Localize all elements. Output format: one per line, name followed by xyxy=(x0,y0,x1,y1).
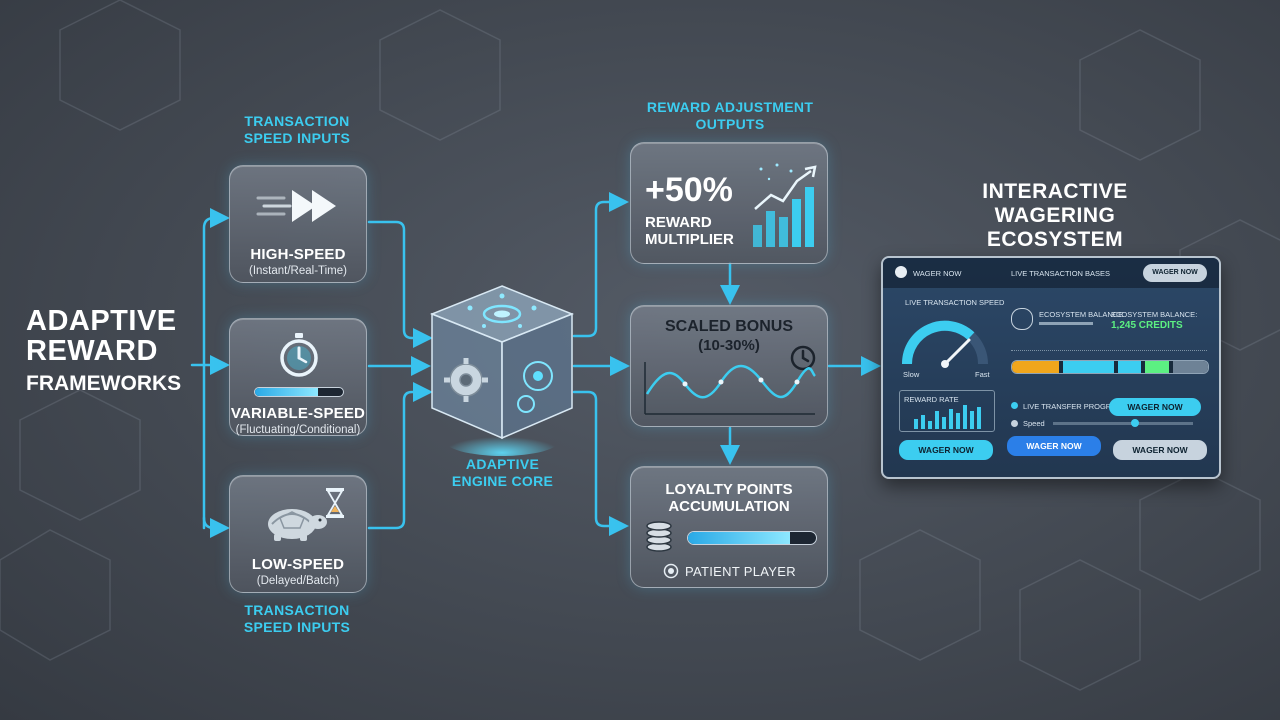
ecosystem-title-line-2: WAGERING xyxy=(994,204,1116,228)
wager-button-3[interactable]: WAGER NOW xyxy=(1113,440,1207,460)
balance-label: ECOSYSTEM BALANCE xyxy=(1039,310,1124,319)
speed-text: Speed xyxy=(1023,419,1045,428)
loyalty-title-2: ACCUMULATION xyxy=(668,498,790,515)
speed-gauge xyxy=(901,320,988,368)
gear-cube-icon xyxy=(429,285,575,456)
inputs-top-label-line-2: SPEED INPUTS xyxy=(243,129,351,146)
header-wager-button[interactable]: WAGER NOW xyxy=(1143,264,1207,282)
input-card-high-speed: HIGH-SPEED (Instant/Real-Time) xyxy=(229,165,367,283)
title-line-1: ADAPTIVE xyxy=(26,305,177,337)
speed-slider-handle[interactable] xyxy=(1131,419,1139,427)
status-segment-bar xyxy=(1011,360,1209,374)
input-sub: (Delayed/Batch) xyxy=(256,575,340,587)
wager-button-2[interactable]: WAGER NOW xyxy=(1007,436,1101,456)
engine-core-label: ADAPTIVE ENGINE CORE xyxy=(430,456,575,490)
engine-label-line-1: ADAPTIVE xyxy=(465,456,540,472)
avatar xyxy=(1011,308,1033,330)
bar-chart-icon xyxy=(753,163,817,247)
title-line-2: REWARD xyxy=(26,335,158,368)
input-card-variable-speed: VARIABLE-SPEED (Fluctuating/Conditional) xyxy=(229,318,367,436)
input-card-low-speed: LOW-SPEED (Delayed/Batch) xyxy=(229,475,367,593)
output-card-multiplier: +50% REWARD MULTIPLIER xyxy=(630,142,828,264)
bonus-wave-chart xyxy=(644,362,817,415)
turtle-hourglass-icon xyxy=(268,488,344,541)
loyalty-badge-text: PATIENT PLAYER xyxy=(685,564,796,579)
input-sub: (Instant/Real-Time) xyxy=(249,265,347,277)
reward-panel: REWARD RATE xyxy=(899,390,995,432)
multiplier-label-line-1: REWARD xyxy=(645,214,712,231)
coin-stack-icon xyxy=(646,521,672,552)
loyalty-title-1: LOYALTY POINTS xyxy=(665,481,793,498)
wagering-dashboard: WAGER NOW LIVE TRANSACTION BASES WAGER N… xyxy=(881,256,1221,479)
multiplier-label: REWARD MULTIPLIER xyxy=(645,214,734,248)
player-badge-icon xyxy=(663,563,679,579)
fast-forward-icon xyxy=(256,190,336,222)
input-name: LOW-SPEED xyxy=(251,556,345,573)
brand-logo-icon xyxy=(895,266,907,278)
loyalty-progress-bar xyxy=(687,531,817,545)
header-center-text: LIVE TRANSACTION BASES xyxy=(1011,269,1111,278)
inputs-top-label-line-1: TRANSACTION xyxy=(244,113,350,129)
input-sub: (Fluctuating/Conditional) xyxy=(235,424,361,436)
balance-value: 1,245 CREDITS xyxy=(1111,320,1183,331)
reward-bars xyxy=(914,405,981,429)
output-card-scaled-bonus: SCALED BONUS (10-30%) xyxy=(630,305,828,427)
speed-label: LIVE TRANSACTION SPEED xyxy=(905,298,1005,307)
progress-text: LIVE TRANSFER PROGRESS xyxy=(1023,402,1127,411)
progress-dot xyxy=(1011,402,1018,409)
balance-right-label: ECOSYSTEM BALANCE: xyxy=(1111,310,1198,319)
inputs-bottom-label-line-1: TRANSACTION xyxy=(244,602,350,618)
inputs-top-label: TRANSACTION SPEED INPUTS xyxy=(225,113,369,147)
stopwatch-icon xyxy=(280,333,318,377)
wager-button-1[interactable]: WAGER NOW xyxy=(899,440,993,460)
bonus-range: (10-30%) xyxy=(698,337,760,354)
multiplier-value: +50% xyxy=(645,171,733,209)
speed-dot xyxy=(1011,420,1018,427)
outputs-label-line-2: OUTPUTS xyxy=(695,115,765,132)
ecosystem-title-line-1: INTERACTIVE xyxy=(982,180,1128,203)
gauge-slow-label: Slow xyxy=(903,370,920,379)
variable-speed-bar xyxy=(254,387,344,397)
multiplier-label-line-2: MULTIPLIER xyxy=(645,230,734,248)
engine-label-line-2: ENGINE CORE xyxy=(451,472,554,489)
reward-label: REWARD RATE xyxy=(904,395,959,404)
gauge-fast-label: Fast xyxy=(975,370,990,379)
speed-slider[interactable] xyxy=(1053,422,1193,425)
input-name: VARIABLE-SPEED xyxy=(230,405,366,422)
balance-bar xyxy=(1039,322,1093,325)
bonus-title: SCALED BONUS xyxy=(664,318,793,335)
ecosystem-title: INTERACTIVE WAGERING ECOSYSTEM xyxy=(950,180,1160,252)
inputs-bottom-label: TRANSACTION SPEED INPUTS xyxy=(225,602,369,636)
mid-wager-button[interactable]: WAGER NOW xyxy=(1109,398,1201,416)
outputs-label-line-1: REWARD ADJUSTMENT xyxy=(646,99,814,115)
ecosystem-title-line-3: ECOSYSTEM xyxy=(986,228,1124,252)
inputs-bottom-label-line-2: SPEED INPUTS xyxy=(243,618,351,635)
input-name: HIGH-SPEED xyxy=(250,246,346,263)
title-line-3: FRAMEWORKS xyxy=(26,371,182,395)
status-ticks xyxy=(1011,350,1207,357)
outputs-label: REWARD ADJUSTMENT OUTPUTS xyxy=(630,99,830,133)
clock-icon xyxy=(790,345,816,371)
output-card-loyalty: LOYALTY POINTS ACCUMULATION PATIENT PLAY… xyxy=(630,466,828,588)
brand-name: WAGER NOW xyxy=(913,269,962,278)
main-title: ADAPTIVE REWARD FRAMEWORKS xyxy=(26,306,226,395)
